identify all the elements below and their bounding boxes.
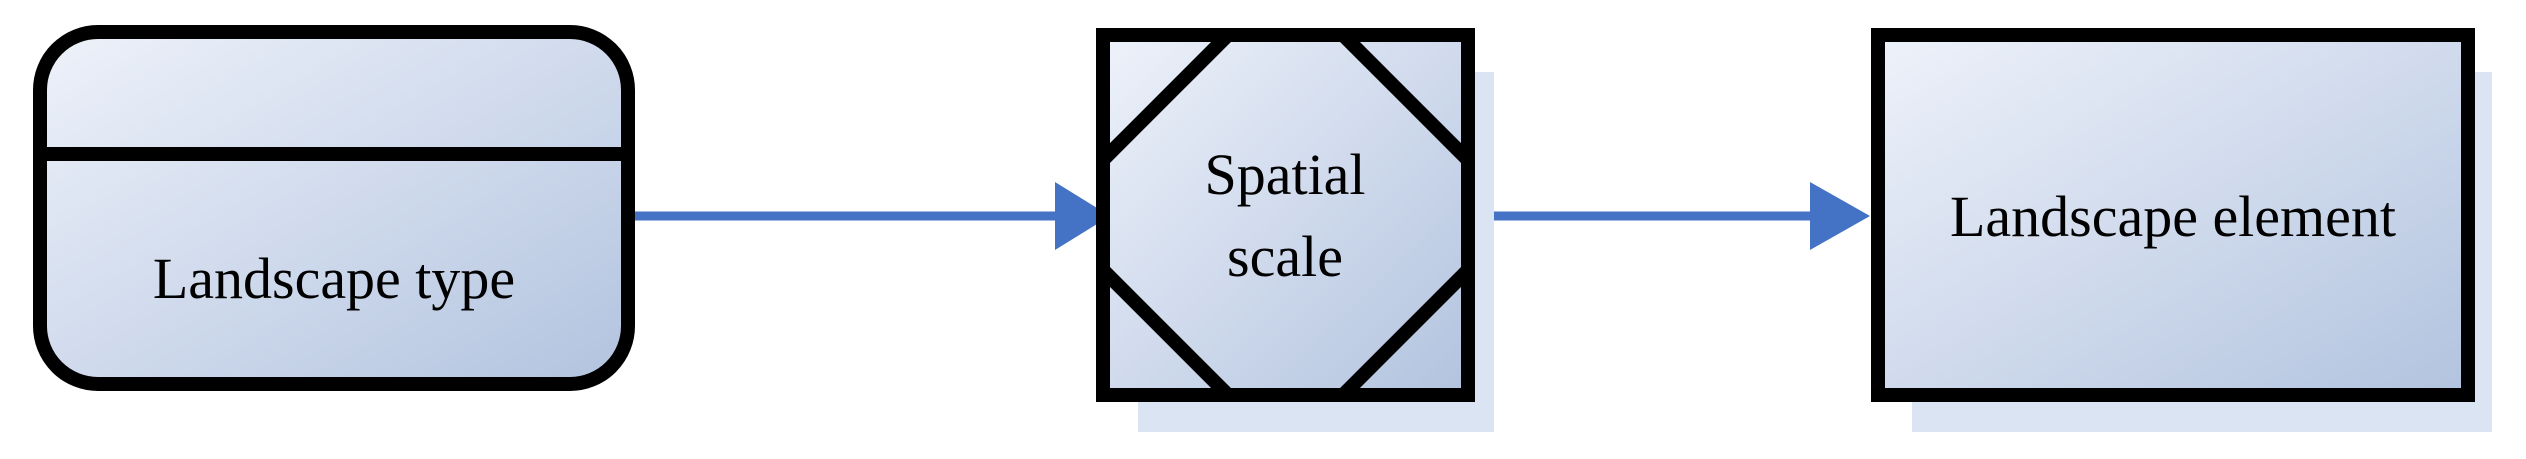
edge-spatial-scale-to-landscape-element — [1468, 182, 1870, 250]
node-label-landscape-element: Landscape element — [1950, 184, 2396, 249]
node-landscape-element: Landscape element — [1871, 28, 2492, 432]
node-label-landscape-type: Landscape type — [153, 246, 515, 311]
node-label-spatial-scale-line-2: scale — [1227, 224, 1343, 289]
node-label-spatial-scale-line-1: Spatial — [1204, 142, 1365, 207]
node-spatial-scale: Spatial scale — [1096, 28, 1494, 432]
node-landscape-type: Landscape type — [33, 25, 635, 391]
edge-landscape-type-to-spatial-scale — [628, 182, 1110, 250]
